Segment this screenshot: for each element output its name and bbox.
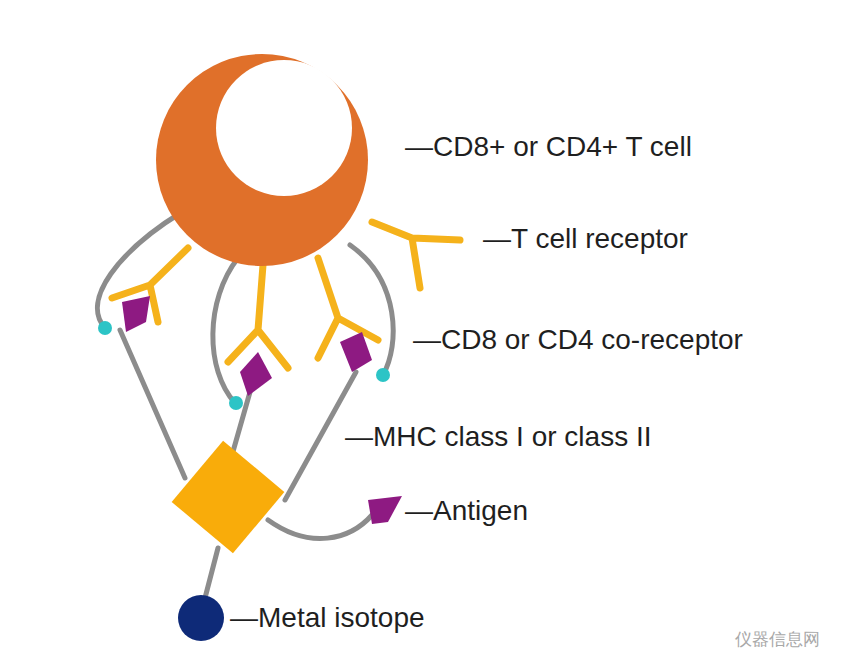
t-cell xyxy=(156,54,368,266)
tcr xyxy=(372,222,460,288)
cell-label: —CD8+ or CD4+ T cell xyxy=(405,130,692,164)
antigen-peptide xyxy=(240,352,272,396)
linker xyxy=(213,258,238,403)
antigen-peptide xyxy=(122,296,150,332)
nucleus xyxy=(216,60,352,196)
co-receptor xyxy=(376,368,390,382)
linker-lines xyxy=(97,212,393,598)
isotope-linker xyxy=(205,548,218,598)
co-receptor xyxy=(98,321,112,335)
mhc-label: —MHC class I or class II xyxy=(345,420,651,454)
receptor-label: —T cell receptor xyxy=(483,222,688,256)
antigen-peptide xyxy=(340,332,372,372)
watermark: 仪器信息网 xyxy=(735,622,820,656)
antigen-peptide xyxy=(368,496,402,524)
mhc xyxy=(172,441,285,554)
linker xyxy=(120,330,185,478)
antigen-label: —Antigen xyxy=(405,494,528,528)
antigen-linker xyxy=(268,515,372,539)
coreceptor-label: —CD8 or CD4 co-receptor xyxy=(413,323,743,357)
co-receptor xyxy=(229,396,243,410)
co-receptors xyxy=(98,321,390,410)
metal-isotope xyxy=(178,595,224,641)
isotope-label: —Metal isotope xyxy=(230,601,425,635)
